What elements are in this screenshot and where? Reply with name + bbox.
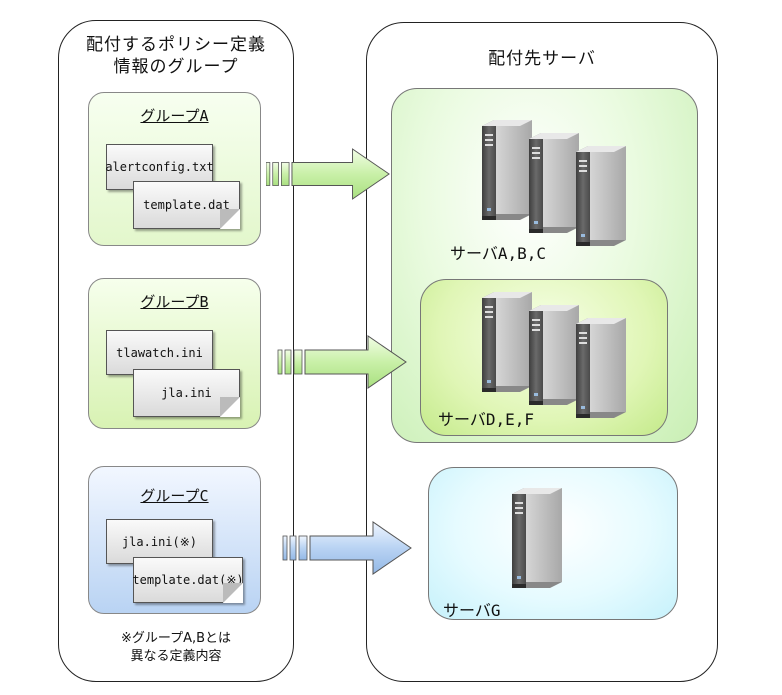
group-c-file1: jla.ini(※) bbox=[106, 519, 213, 564]
group-b-title: グループB bbox=[140, 293, 209, 311]
distribution-arrow-b bbox=[277, 335, 407, 389]
distribution-arrow-c bbox=[282, 521, 412, 575]
group-c-file2: template.dat(※) bbox=[132, 557, 244, 603]
group-a-title: グループA bbox=[140, 107, 209, 125]
server-e-icon bbox=[529, 305, 579, 405]
server-d-icon bbox=[482, 292, 532, 392]
group-b-file2: jla.ini bbox=[133, 369, 240, 417]
group-c-note-line2: 異なる定義内容 bbox=[130, 649, 222, 664]
page-fold-icon bbox=[220, 397, 240, 417]
server-c-icon bbox=[576, 146, 626, 246]
group-a-file1-name: alertconfig.txt bbox=[105, 160, 214, 174]
distribution-arrow-a bbox=[266, 148, 390, 200]
policy-groups-title-line1: 配付するポリシー定義 bbox=[86, 35, 266, 55]
group-c-file2-name: template.dat(※) bbox=[132, 573, 244, 587]
server-f-icon bbox=[576, 318, 626, 418]
server-a-icon bbox=[482, 120, 532, 220]
page-fold-icon bbox=[223, 583, 243, 603]
group-b-file1: tlawatch.ini bbox=[106, 330, 213, 375]
target-servers-title: 配付先サーバ bbox=[488, 49, 596, 69]
group-c-note: ※グループA,Bとは 異なる定義内容 bbox=[58, 630, 294, 666]
group-b-file1-name: tlawatch.ini bbox=[116, 345, 203, 360]
policy-groups-title-line2: 情報のグループ bbox=[113, 57, 239, 77]
server-g-icon bbox=[512, 488, 562, 588]
server-zone-g-label: サーバG bbox=[443, 601, 501, 620]
page-fold-icon bbox=[220, 209, 240, 229]
server-zone-abc-label: サーバA,B,C bbox=[450, 244, 547, 263]
group-c-title: グループC bbox=[140, 487, 209, 505]
server-b-icon bbox=[529, 133, 579, 233]
policy-groups-title: 配付するポリシー定義 情報のグループ bbox=[58, 34, 294, 78]
group-c-file1-name: jla.ini(※) bbox=[121, 534, 198, 549]
group-a-file2: template.dat bbox=[133, 181, 240, 229]
group-c-note-line1: ※グループA,Bとは bbox=[120, 631, 232, 646]
group-b-file2-name: jla.ini bbox=[161, 386, 212, 400]
server-zone-def-label: サーバD,E,F bbox=[438, 410, 535, 429]
group-a-file2-name: template.dat bbox=[143, 198, 230, 212]
